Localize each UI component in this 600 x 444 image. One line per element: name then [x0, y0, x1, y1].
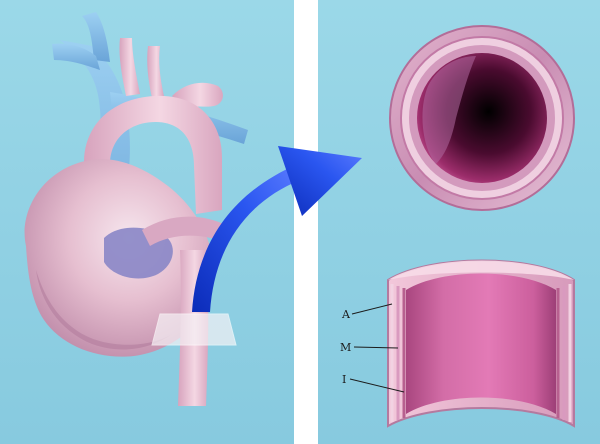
vessel-wall-section: [388, 261, 574, 427]
label-i: I: [342, 373, 346, 386]
vessel-cross-section: [390, 26, 574, 210]
label-a: A: [341, 308, 351, 321]
panel-divider: [294, 0, 318, 444]
cut-plane: [152, 314, 236, 345]
vessel-inner-surface: [406, 274, 556, 415]
label-m: M: [340, 341, 351, 354]
